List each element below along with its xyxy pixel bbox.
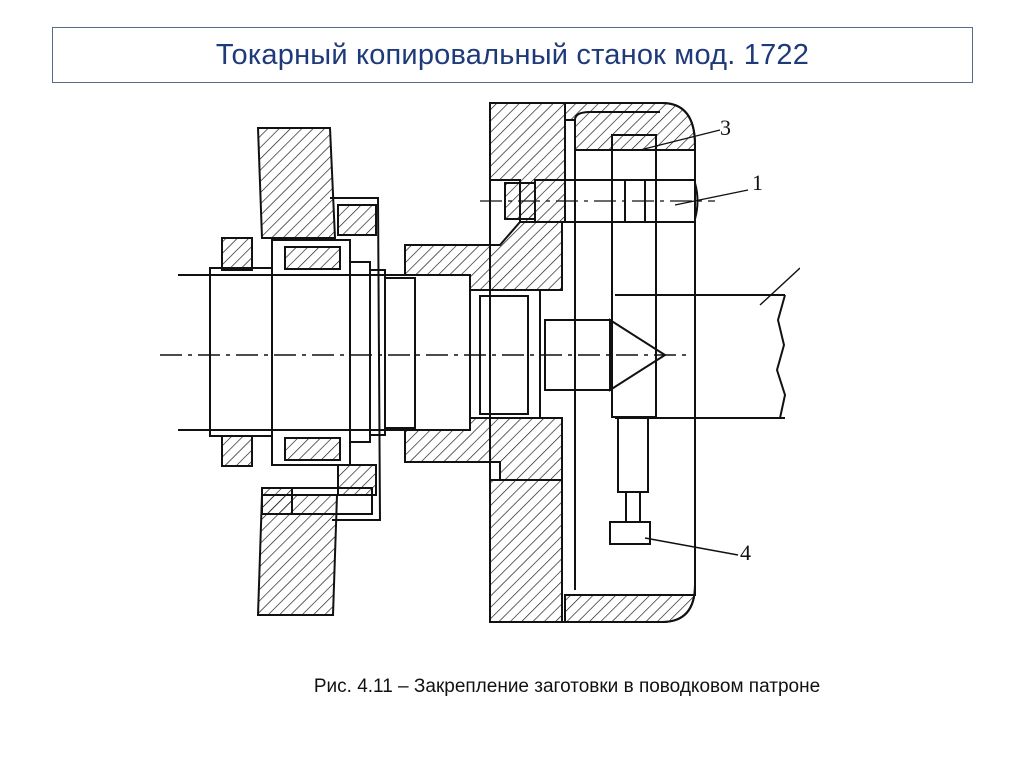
spindle-collar xyxy=(384,277,416,429)
chuck-disc-hatch-bottom xyxy=(489,479,563,623)
bearing-ring-a xyxy=(284,246,341,270)
chuck-disc-rim-top xyxy=(564,102,696,151)
spacer-ring-2 xyxy=(369,269,386,436)
figure-caption: Рис. 4.11 – Закрепление заготовки в пово… xyxy=(313,676,821,697)
leader-1 xyxy=(674,189,749,206)
title-frame: Токарный копировальный станок мод. 1722 xyxy=(52,27,973,83)
bearing-ring-b xyxy=(284,437,341,461)
bearing-left xyxy=(271,239,351,466)
lock-nut-bottom xyxy=(221,435,253,467)
housing-wall-top xyxy=(256,127,337,239)
spacer-ring xyxy=(349,261,371,443)
flange-bottom-hatch xyxy=(337,464,377,496)
chuck-hub-bottom xyxy=(404,417,563,481)
chuck-bore xyxy=(469,289,541,419)
leader-3 xyxy=(639,129,721,151)
callout-1: 1 xyxy=(752,170,763,195)
leader-4 xyxy=(644,537,739,556)
leader-2 xyxy=(759,267,800,306)
housing-flange xyxy=(330,197,382,521)
clamp-screw xyxy=(609,521,651,545)
lock-nut-top xyxy=(221,237,253,271)
housing-wall-bottom xyxy=(256,494,339,616)
slide-title: Токарный копировальный станок мод. 1722 xyxy=(215,38,810,71)
flange-top-hatch xyxy=(337,204,377,236)
workpiece xyxy=(615,294,787,419)
chuck-disc-rim-bottom xyxy=(564,584,696,623)
dog-lower xyxy=(617,416,649,493)
spindle-nose xyxy=(209,267,273,437)
dog-screw xyxy=(625,491,641,523)
chuck-hub-top xyxy=(404,221,563,291)
chuck-assembly-drawing: 3 1 2 4 xyxy=(160,102,800,623)
callout-4: 4 xyxy=(740,540,751,565)
callout-3: 3 xyxy=(720,115,731,140)
